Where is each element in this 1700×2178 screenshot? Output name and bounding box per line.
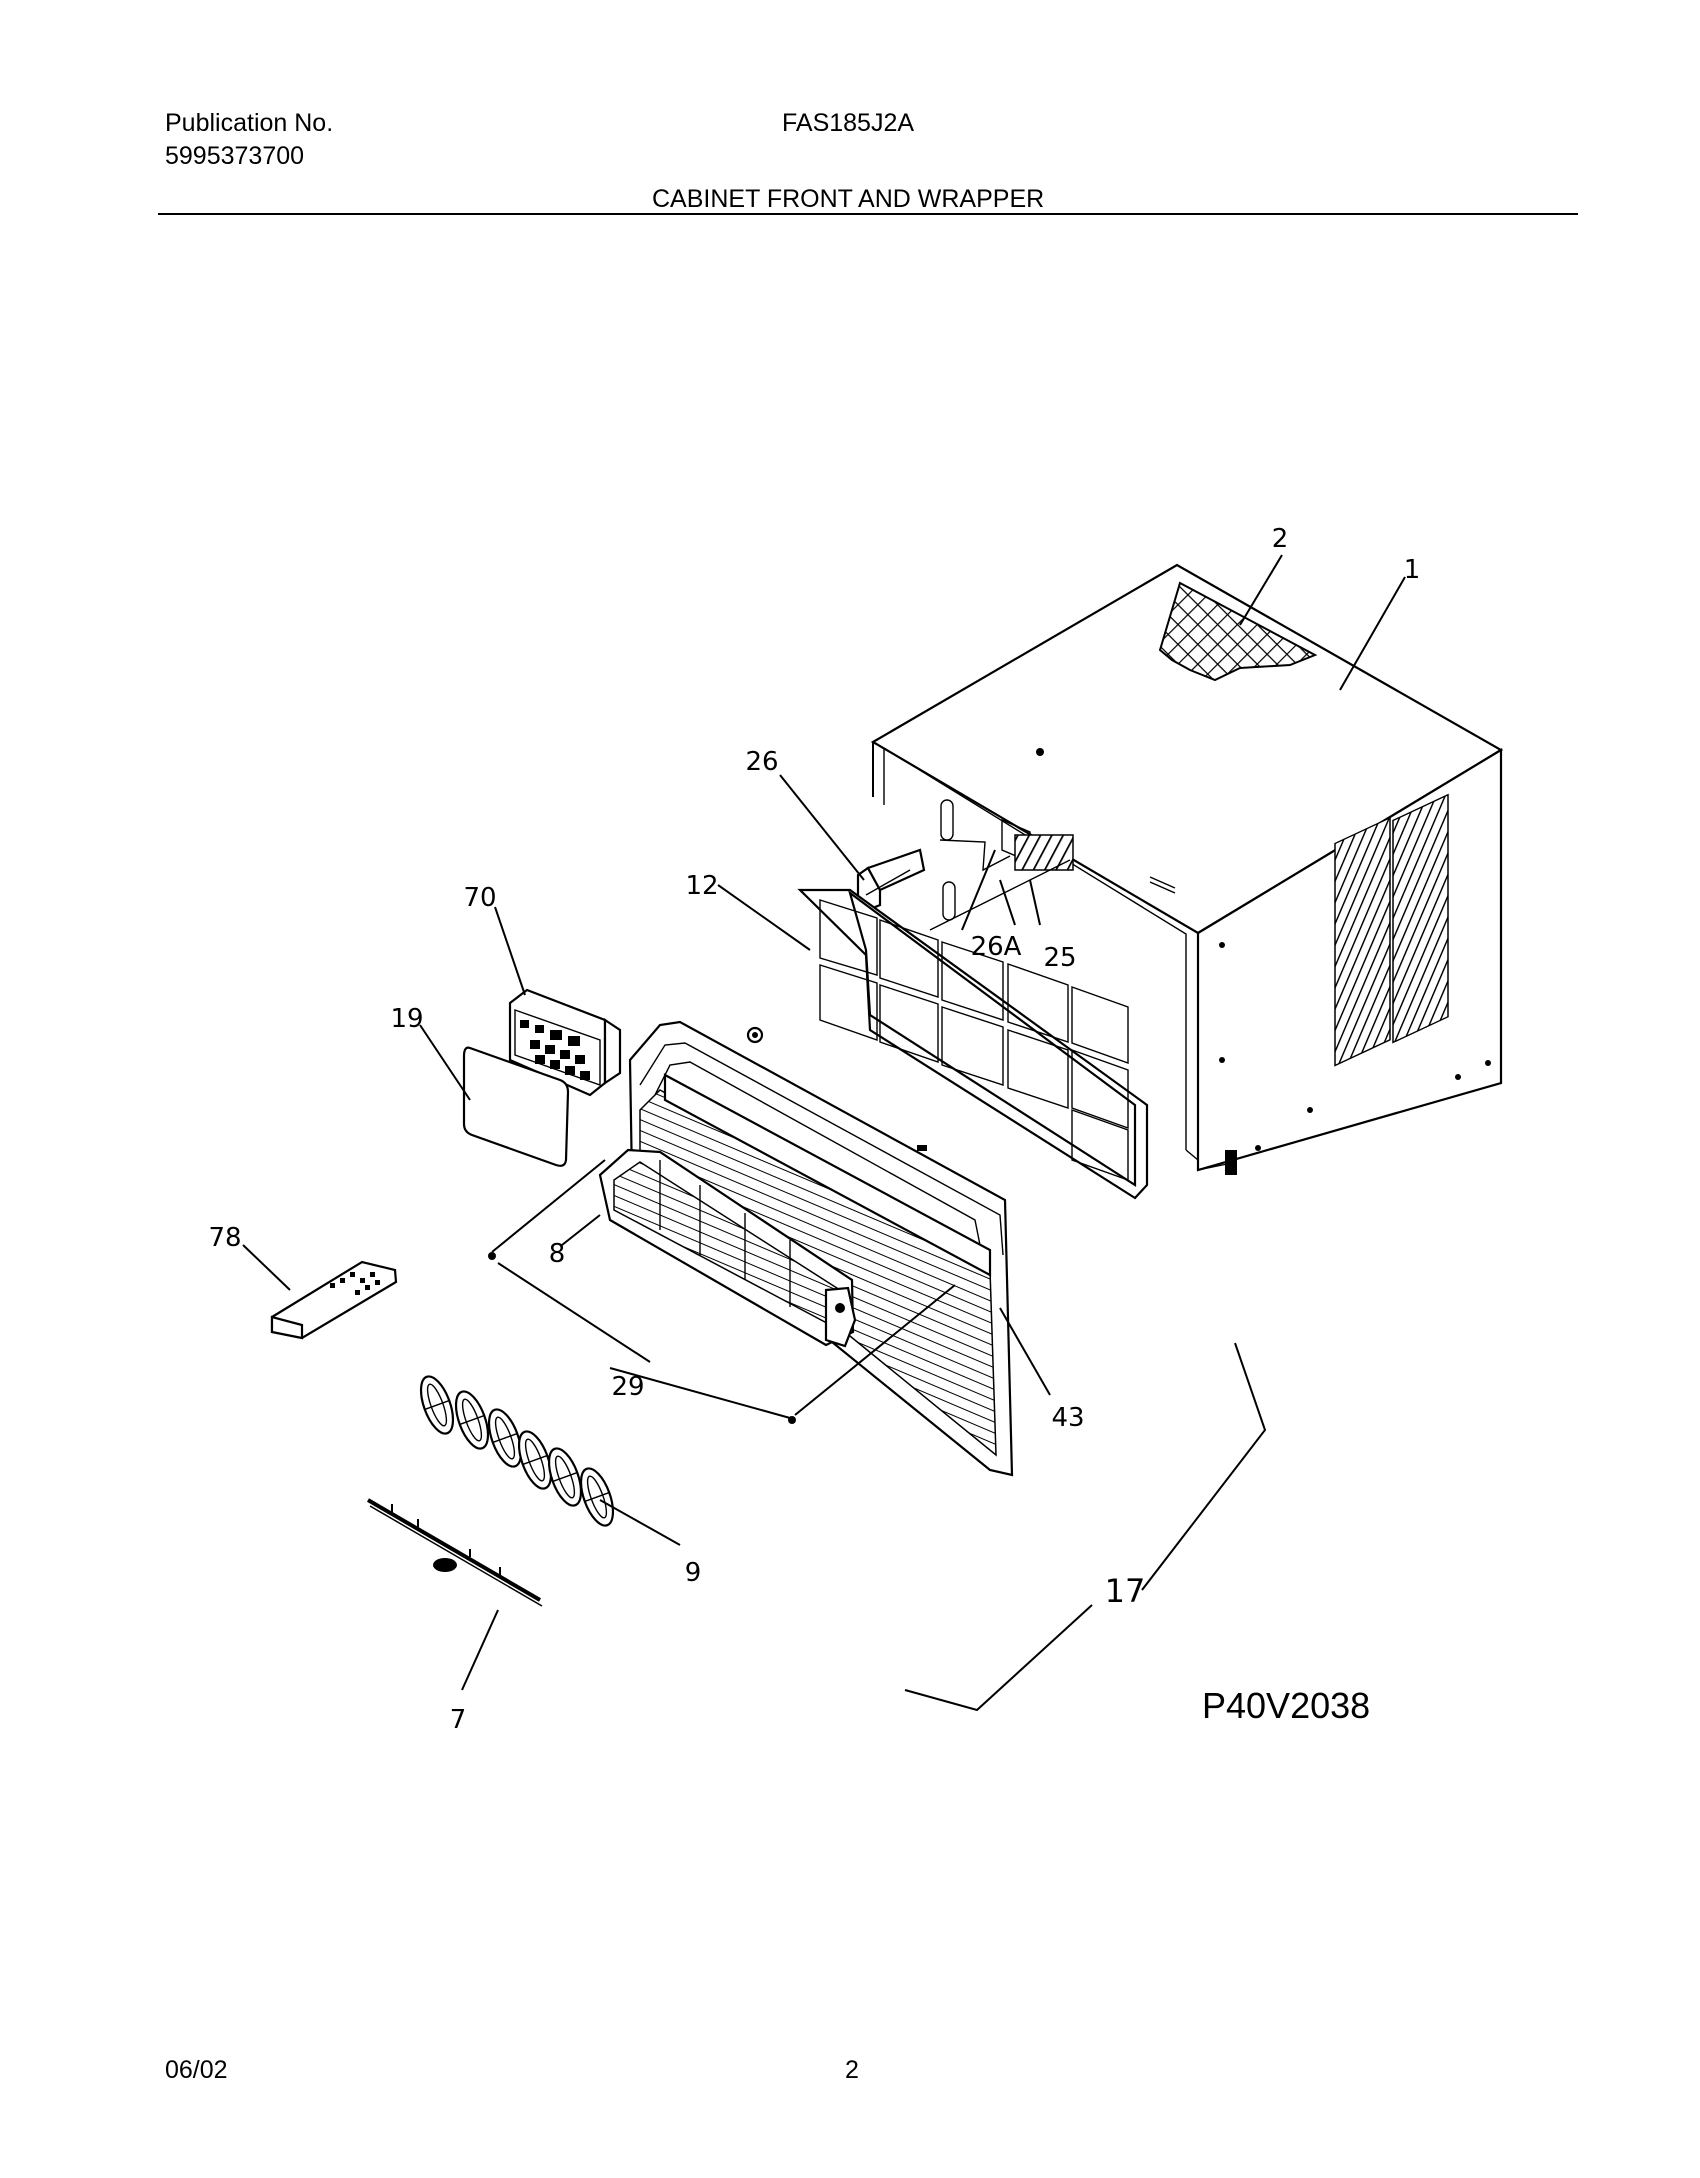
callout-12: 12: [685, 871, 718, 901]
publication-label: Publication No.: [165, 109, 334, 137]
air-filter: [797, 888, 1149, 1200]
label-card: [462, 1046, 570, 1167]
callout-78: 78: [208, 1223, 241, 1253]
callout-2: 2: [1272, 524, 1289, 554]
assembly-bracket: [1141, 1342, 1267, 1591]
callout-1: 1: [1404, 555, 1421, 585]
page-number: 2: [845, 2056, 859, 2084]
leader-lines: [242, 554, 1406, 1691]
callout-29: 29: [611, 1372, 644, 1402]
louver-blades: [419, 1375, 615, 1527]
callout-9: 9: [685, 1558, 702, 1588]
callout-17: 17: [1105, 1572, 1146, 1610]
model-number: FAS185J2A: [782, 109, 915, 137]
callout-7: 7: [450, 1705, 467, 1735]
callout-25: 25: [1043, 943, 1076, 973]
publication-number: 5995373700: [165, 142, 305, 170]
assembly-bracket-lower: [904, 1604, 1093, 1712]
mesh-screen: [1158, 581, 1318, 682]
callout-8: 8: [549, 1239, 566, 1269]
side-bracket: [856, 848, 926, 912]
callout-19: 19: [390, 1004, 423, 1034]
callout-70: 70: [463, 883, 496, 913]
callout-26A: 26A: [971, 932, 1022, 962]
footer-date: 06/02: [165, 2056, 228, 2084]
wrapper-cabinet: [870, 563, 1504, 1175]
screw: [488, 1252, 496, 1260]
discharge-louver: [598, 1148, 857, 1348]
drawing-number: P40V2038: [1202, 1685, 1370, 1726]
header-rule: [158, 213, 1578, 215]
section-title: CABINET FRONT AND WRAPPER: [652, 185, 1045, 213]
louver-link-bar: [366, 1498, 543, 1607]
control-panel: [508, 988, 622, 1097]
callout-43: 43: [1051, 1403, 1084, 1433]
remote-control: [270, 1260, 398, 1340]
callout-26: 26: [745, 747, 778, 777]
